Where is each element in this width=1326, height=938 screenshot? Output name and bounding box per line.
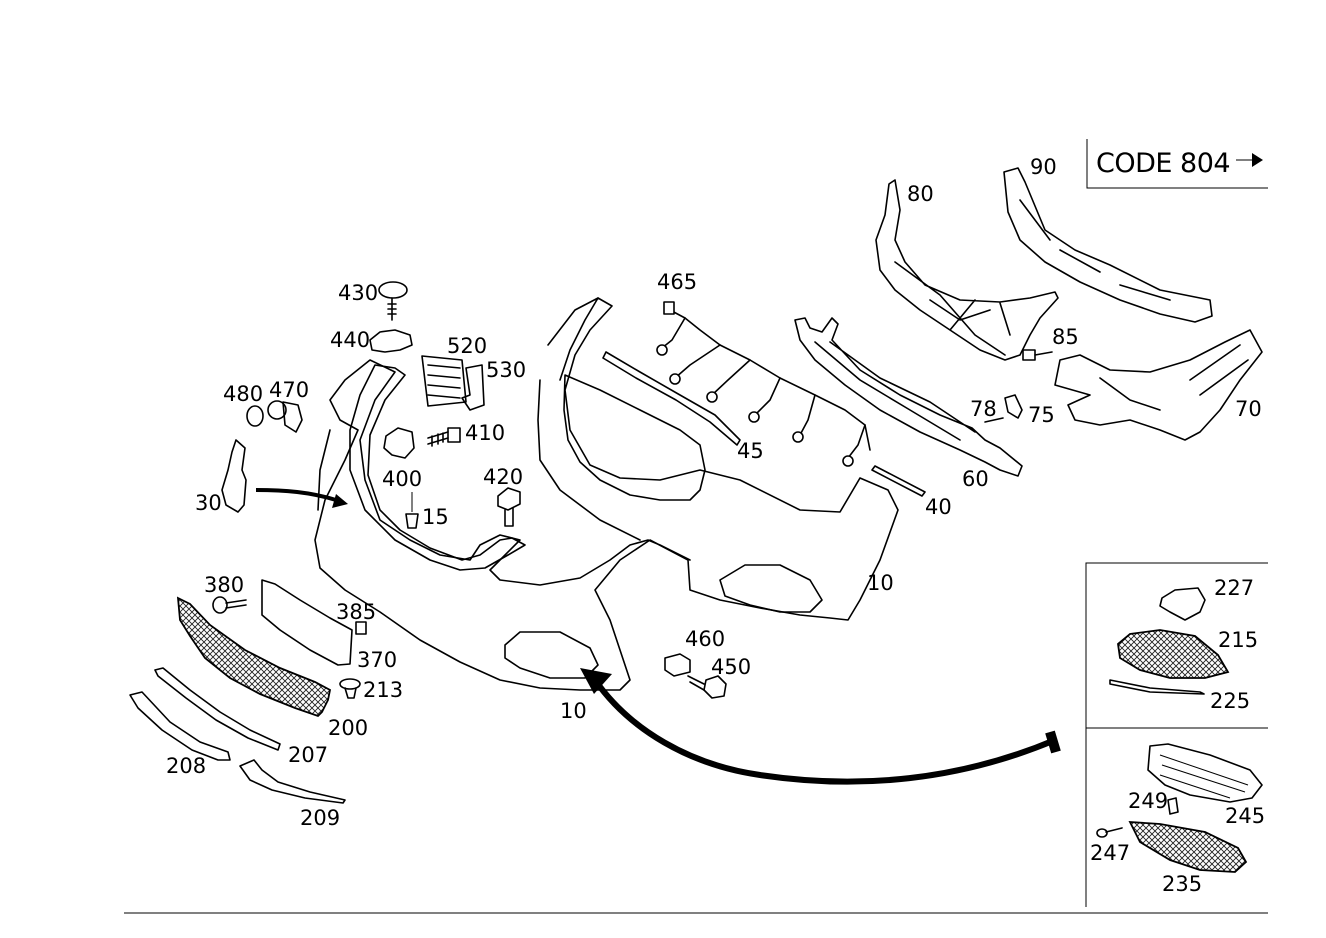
label-530: 530 xyxy=(486,358,526,382)
part-470-sensor xyxy=(267,400,303,433)
label-465: 465 xyxy=(657,270,697,294)
inset-frames xyxy=(1085,562,1268,907)
fog-opening-right xyxy=(719,564,823,613)
label-80: 80 xyxy=(907,182,934,206)
label-90: 90 xyxy=(1030,155,1057,179)
part-215-grille xyxy=(1117,629,1230,679)
label-60: 60 xyxy=(962,467,989,491)
arrow-head-30 xyxy=(332,494,348,508)
arrow-tail xyxy=(1045,730,1061,754)
part-480-ring xyxy=(246,405,264,427)
part-247-screw xyxy=(1096,827,1123,838)
part-440-clip xyxy=(369,329,413,353)
bezel-ribs xyxy=(1159,754,1249,799)
label-207: 207 xyxy=(288,743,328,767)
part-450-bolt xyxy=(687,675,727,699)
part-15-pin xyxy=(405,492,419,529)
part-75-clip xyxy=(1004,394,1023,419)
part-235-mesh xyxy=(1128,820,1248,873)
label-249: 249 xyxy=(1128,789,1168,813)
label-385: 385 xyxy=(336,600,376,624)
label-480: 480 xyxy=(223,382,263,406)
part-80-frame xyxy=(875,179,1059,361)
label-208: 208 xyxy=(166,754,206,778)
label-213: 213 xyxy=(363,678,403,702)
part-249-clip xyxy=(1167,797,1179,815)
label-209: 209 xyxy=(300,806,340,830)
part-70-bracket xyxy=(1054,329,1263,441)
label-380: 380 xyxy=(204,573,244,597)
arrow-30 xyxy=(255,488,337,502)
label-400: 400 xyxy=(382,467,422,491)
part-430-screw xyxy=(378,281,408,321)
label-10-right: 10 xyxy=(867,571,894,595)
label-247: 247 xyxy=(1090,841,1130,865)
label-450: 450 xyxy=(711,655,751,679)
part-225-strip xyxy=(1109,679,1205,695)
label-245: 245 xyxy=(1225,804,1265,828)
label-78: 78 xyxy=(970,397,997,421)
part-370-plate xyxy=(261,579,353,666)
part-400-bracket xyxy=(383,427,415,459)
part-200-grille xyxy=(176,596,332,718)
label-85: 85 xyxy=(1052,325,1079,349)
part-530-bracket xyxy=(461,364,485,411)
part-245-bezel xyxy=(1147,743,1263,803)
label-75: 75 xyxy=(1028,403,1055,427)
label-470: 470 xyxy=(269,378,309,402)
label-215: 215 xyxy=(1218,628,1258,652)
grille-opening xyxy=(563,374,706,501)
part-207-strip xyxy=(154,667,281,751)
arrow-head-inset xyxy=(580,668,612,694)
part-30-cover xyxy=(221,439,247,513)
part-208-strip xyxy=(129,691,231,761)
label-460: 460 xyxy=(685,627,725,651)
label-40: 40 xyxy=(925,495,952,519)
part-380-screw xyxy=(212,596,247,614)
label-370: 370 xyxy=(357,648,397,672)
part-213-clip xyxy=(339,678,361,699)
part-45-strip xyxy=(602,351,741,446)
part-labels: 90 80 85 70 78 75 60 40 465 45 430 440 5… xyxy=(166,155,1265,896)
code-box: CODE 804 xyxy=(1086,139,1268,189)
arrow-right-icon xyxy=(1252,153,1263,167)
part-209-strip xyxy=(239,759,346,804)
label-440: 440 xyxy=(330,328,370,352)
label-420: 420 xyxy=(483,465,523,489)
label-410: 410 xyxy=(465,421,505,445)
part-90-bracket xyxy=(1003,167,1213,323)
part-227-cover xyxy=(1159,587,1206,621)
label-235: 235 xyxy=(1162,872,1202,896)
code-label: CODE 804 xyxy=(1096,148,1230,179)
part-465-harness xyxy=(656,301,871,467)
part-78-screw xyxy=(984,417,1004,423)
label-520: 520 xyxy=(447,334,487,358)
label-200: 200 xyxy=(328,716,368,740)
label-227: 227 xyxy=(1214,576,1254,600)
part-520-module xyxy=(421,355,467,407)
part-420-bolt xyxy=(497,487,521,527)
label-430: 430 xyxy=(338,281,378,305)
label-70: 70 xyxy=(1235,397,1262,421)
label-10-bottom: 10 xyxy=(560,699,587,723)
part-85-screw xyxy=(1022,349,1053,361)
label-225: 225 xyxy=(1210,689,1250,713)
part-40-strip xyxy=(871,465,926,497)
label-30: 30 xyxy=(195,491,222,515)
part-10-bumper-cover xyxy=(314,297,899,691)
part-60-crossmember xyxy=(794,317,1023,477)
bumper-trim-left xyxy=(349,364,526,571)
part-410-bolt xyxy=(427,427,461,447)
part-460-nut xyxy=(664,653,691,677)
part-385-nut xyxy=(355,621,367,635)
arrow-inset-to-bumper xyxy=(592,678,1057,785)
label-15: 15 xyxy=(422,505,449,529)
label-45: 45 xyxy=(737,439,764,463)
